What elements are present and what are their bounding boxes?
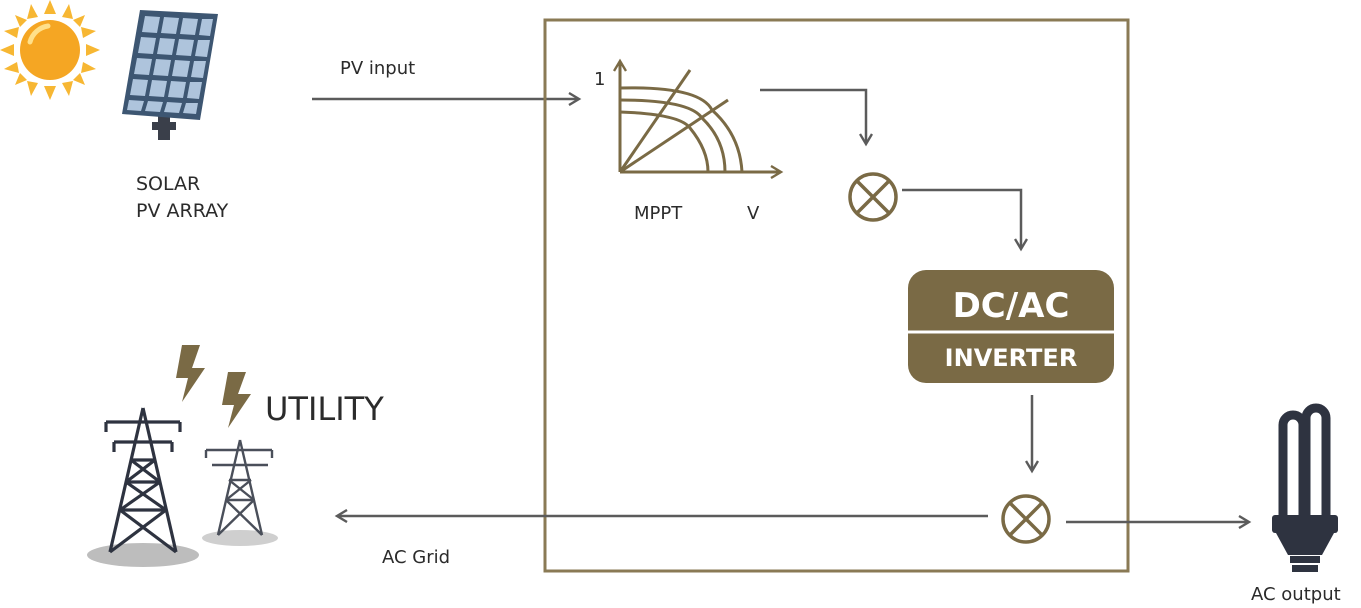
cfl-lamp-icon [1272,403,1338,572]
mppt-to-mixer-arrow [760,88,866,143]
solar-label-line1: SOLAR [136,173,200,195]
solar-panel-icon [122,10,218,140]
ac-grid-label: AC Grid [382,547,450,568]
utility-label: UTILITY [265,390,384,428]
inverter-title: DC/AC [953,286,1070,326]
lightning-bolt-icon [176,345,251,428]
sun-icon [0,0,100,100]
mppt-curve-icon [620,62,780,172]
solar-label-line2: PV ARRAY [136,200,229,222]
pv-input-label: PV input [340,58,415,79]
multiplier-node-icon [1001,494,1051,544]
mixer-to-inverter-arrow [902,188,1021,248]
dc-ac-inverter-block: DC/AC INVERTER [908,270,1114,383]
mppt-label: MPPT [634,203,683,224]
transmission-tower-icon [87,407,278,567]
multiplier-node-icon [848,172,898,222]
inverter-enclosure [543,18,1130,573]
inverter-subtitle: INVERTER [945,344,1078,372]
mppt-y-axis-label: 1 [594,69,605,90]
ac-output-label: AC output [1251,584,1341,605]
mppt-x-axis-label: V [747,203,760,224]
